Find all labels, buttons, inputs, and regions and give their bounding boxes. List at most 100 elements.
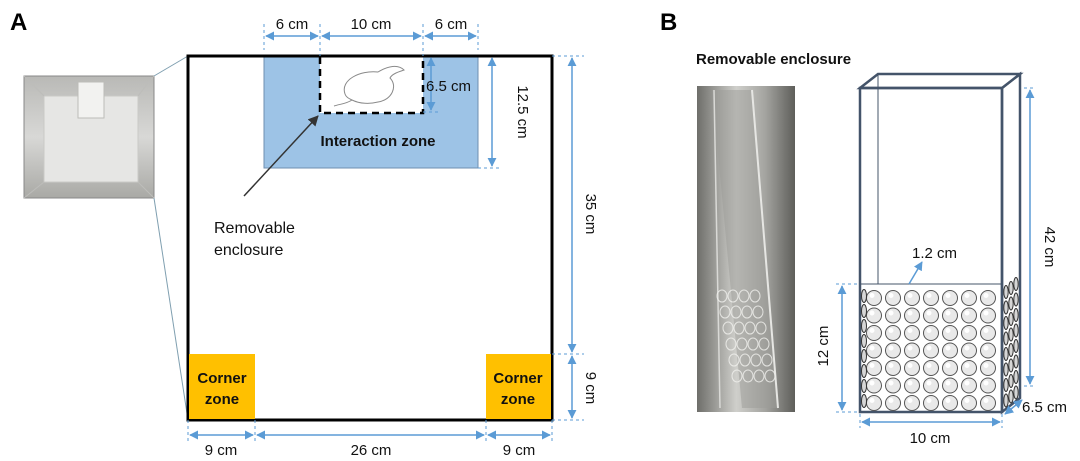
front-hole-highlight bbox=[907, 380, 913, 386]
front-hole-highlight bbox=[964, 398, 970, 403]
front-hole-highlight bbox=[907, 398, 913, 403]
dim-top-mid-label: 10 cm bbox=[351, 16, 392, 33]
front-hole-highlight bbox=[926, 293, 932, 298]
front-hole-highlight bbox=[964, 345, 970, 351]
dim-bottom-right-label: 9 cm bbox=[503, 442, 536, 459]
dim-height-label: 42 cm bbox=[1041, 227, 1058, 268]
front-hole-highlight bbox=[869, 328, 875, 333]
dim-width-label: 10 cm bbox=[910, 430, 951, 447]
photo-hole bbox=[741, 305, 753, 319]
dim-arena-height-label: 35 cm bbox=[582, 194, 599, 235]
side-hole bbox=[1003, 300, 1009, 315]
front-hole-highlight bbox=[945, 398, 951, 403]
front-hole-highlight bbox=[983, 310, 989, 316]
front-hole bbox=[923, 395, 939, 411]
front-hole-highlight bbox=[907, 293, 913, 298]
front-hole bbox=[942, 342, 958, 359]
front-hole-highlight bbox=[926, 398, 932, 403]
front-hole bbox=[961, 342, 977, 359]
photo-hole bbox=[739, 353, 751, 367]
side-hole bbox=[1008, 312, 1014, 326]
mouse-sketch-icon bbox=[333, 65, 405, 107]
front-hole-highlight bbox=[869, 398, 875, 403]
zoom-line-top bbox=[153, 55, 189, 77]
front-hole-highlight bbox=[964, 293, 970, 298]
side-hole bbox=[1013, 354, 1019, 369]
front-hole-highlight bbox=[964, 380, 970, 386]
dim-top-left-label: 6 cm bbox=[276, 16, 309, 33]
front-hole bbox=[942, 377, 958, 394]
dim-bottom-left-label: 9 cm bbox=[205, 442, 238, 459]
front-hole bbox=[866, 325, 882, 341]
photo-hole bbox=[753, 369, 765, 383]
bottom-dimension-guides bbox=[187, 420, 553, 444]
front-hole bbox=[866, 342, 882, 359]
dim-depth-label: 6.5 cm bbox=[1022, 399, 1067, 416]
side-hole bbox=[1003, 316, 1009, 330]
photo-hole bbox=[752, 305, 764, 319]
photo-hole bbox=[728, 353, 740, 367]
front-hole-highlight bbox=[945, 345, 951, 351]
front-hole-highlight bbox=[888, 345, 894, 351]
front-hole-highlight bbox=[888, 328, 894, 333]
panel-b-title: Removable enclosure bbox=[696, 51, 851, 68]
photo-hole bbox=[730, 305, 742, 319]
front-hole bbox=[980, 395, 996, 411]
photo-hole bbox=[731, 369, 743, 383]
photo-hole bbox=[764, 369, 776, 383]
front-hole-highlight bbox=[983, 363, 989, 368]
photo-hole bbox=[719, 305, 731, 319]
front-hole-highlight bbox=[907, 345, 913, 351]
front-hole bbox=[866, 290, 882, 306]
side-hole bbox=[1013, 323, 1019, 338]
corner-zone-left-label-1: Corner bbox=[197, 370, 246, 387]
front-hole bbox=[885, 307, 901, 324]
side-hole bbox=[1003, 347, 1009, 361]
front-hole bbox=[980, 360, 996, 376]
side-hole bbox=[1008, 296, 1014, 311]
enclosure-3d-drawing bbox=[856, 71, 1024, 415]
front-hole-highlight bbox=[983, 345, 989, 351]
removable-enclosure-outline bbox=[318, 54, 425, 115]
front-hole-highlight bbox=[869, 363, 875, 368]
front-hole bbox=[904, 325, 920, 341]
photo-hole bbox=[738, 289, 750, 303]
zoom-line-bottom bbox=[153, 197, 189, 421]
corner-zone-left-label-2: zone bbox=[205, 391, 239, 408]
photo-hole bbox=[744, 321, 756, 335]
removable-enclosure-label-1: Removable bbox=[214, 220, 295, 237]
front-hole-highlight bbox=[983, 293, 989, 298]
front-hole-highlight bbox=[945, 380, 951, 386]
front-hole bbox=[885, 342, 901, 359]
front-hole-highlight bbox=[888, 398, 894, 403]
front-hole bbox=[961, 290, 977, 306]
dim-hole-pointer bbox=[908, 261, 923, 285]
interaction-zone-label: Interaction zone bbox=[320, 133, 435, 150]
front-hole bbox=[961, 360, 977, 376]
front-hole bbox=[980, 325, 996, 341]
photo-hole bbox=[725, 337, 737, 351]
dim-band-label: 12 cm bbox=[815, 326, 832, 367]
front-hole bbox=[980, 377, 996, 394]
front-hole bbox=[942, 307, 958, 324]
side-hole bbox=[1003, 393, 1009, 408]
photo-hole bbox=[727, 289, 739, 303]
photo-hole bbox=[742, 369, 754, 383]
dim-bottom-mid-label: 26 cm bbox=[351, 442, 392, 459]
front-hole bbox=[885, 377, 901, 394]
front-hole bbox=[866, 307, 882, 324]
front-hole-highlight bbox=[888, 310, 894, 316]
side-hole bbox=[861, 394, 867, 408]
front-hole bbox=[866, 395, 882, 411]
front-hole-highlight bbox=[945, 293, 951, 298]
front-hole bbox=[885, 360, 901, 376]
front-hole-highlight bbox=[888, 293, 894, 298]
side-hole bbox=[1008, 281, 1014, 295]
photo-hole bbox=[749, 289, 761, 303]
corner-zone-right bbox=[486, 354, 551, 419]
photo-hole bbox=[736, 337, 748, 351]
photo-hole bbox=[758, 337, 770, 351]
front-hole-highlight bbox=[869, 380, 875, 386]
front-hole-highlight bbox=[945, 328, 951, 333]
